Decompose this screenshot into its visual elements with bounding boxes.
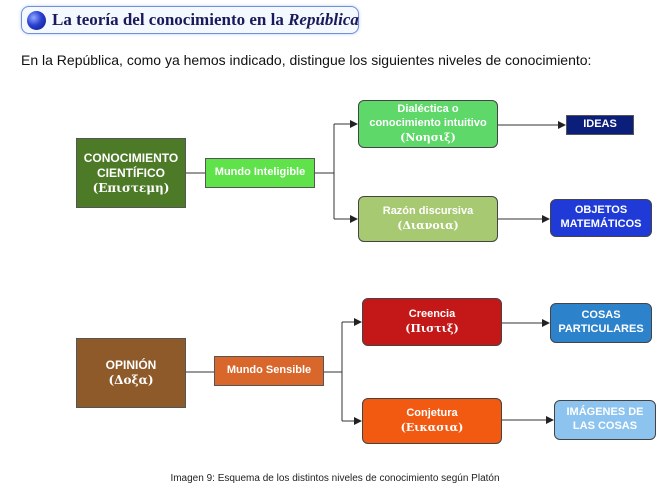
title-main: La teoría del conocimiento en la — [52, 10, 289, 29]
node-razon-discursiva: Razón discursiva (Διανοια) — [358, 196, 498, 242]
node-label: COSAS — [581, 309, 621, 322]
node-label: MATEMÁTICOS — [560, 218, 642, 230]
node-mundo-sensible: Mundo Sensible — [214, 356, 324, 386]
node-greek: (Νοησιξ) — [400, 130, 456, 144]
intro-paragraph: En la República, como ya hemos indicado,… — [21, 52, 592, 68]
node-cosas-particulares: COSAS PARTICULARES — [550, 303, 652, 343]
node-label: CONOCIMIENTO — [83, 150, 179, 165]
node-label: LAS COSAS — [572, 420, 638, 432]
node-label: OPINIÓN — [105, 358, 157, 372]
node-label: CIENTÍFICO — [97, 165, 165, 180]
node-mundo-inteligible: Mundo Inteligible — [205, 158, 315, 188]
node-ideas: IDEAS — [566, 115, 634, 135]
node-label: IMÁGENES DE — [566, 406, 644, 419]
node-label: IDEAS — [583, 118, 617, 131]
title-italic: República — [288, 10, 359, 29]
node-label: PARTICULARES — [558, 323, 644, 335]
node-greek: (Διανοια) — [397, 219, 459, 232]
section-title: La teoría del conocimiento en la Repúbli… — [52, 10, 359, 30]
node-objetos-matematicos: OBJETOS MATEMÁTICOS — [550, 199, 652, 237]
node-conocimiento-cientifico: CONOCIMIENTO CIENTÍFICO (Επιστεμη) — [76, 138, 186, 208]
node-label: Mundo Sensible — [226, 364, 312, 377]
node-label: OBJETOS — [574, 204, 628, 217]
node-greek: (Εικασια) — [400, 421, 464, 434]
node-creencia: Creencia (Πιστιξ) — [362, 298, 502, 346]
node-label: Dialéctica o — [397, 103, 459, 116]
bullet-ball-icon — [27, 11, 46, 30]
node-label: Creencia — [408, 308, 456, 321]
node-label: Conjetura — [406, 407, 458, 420]
node-greek: (Δοξα) — [108, 373, 154, 387]
node-opinion: OPINIÓN (Δοξα) — [76, 338, 186, 408]
node-dialectica: Dialéctica o conocimiento intuitivo (Νοη… — [358, 100, 498, 148]
node-imagenes-de-las-cosas: IMÁGENES DE LAS COSAS — [554, 400, 656, 440]
node-greek: (Επιστεμη) — [92, 180, 170, 195]
figure-caption: Imagen 9: Esquema de los distintos nivel… — [170, 473, 500, 484]
section-title-box: La teoría del conocimiento en la Repúbli… — [21, 6, 359, 34]
node-label: Mundo Inteligible — [214, 166, 306, 179]
node-conjetura: Conjetura (Εικασια) — [362, 398, 502, 444]
node-label: conocimiento intuitivo — [369, 117, 487, 130]
node-label: Razón discursiva — [382, 205, 474, 218]
node-greek: (Πιστιξ) — [405, 322, 459, 335]
